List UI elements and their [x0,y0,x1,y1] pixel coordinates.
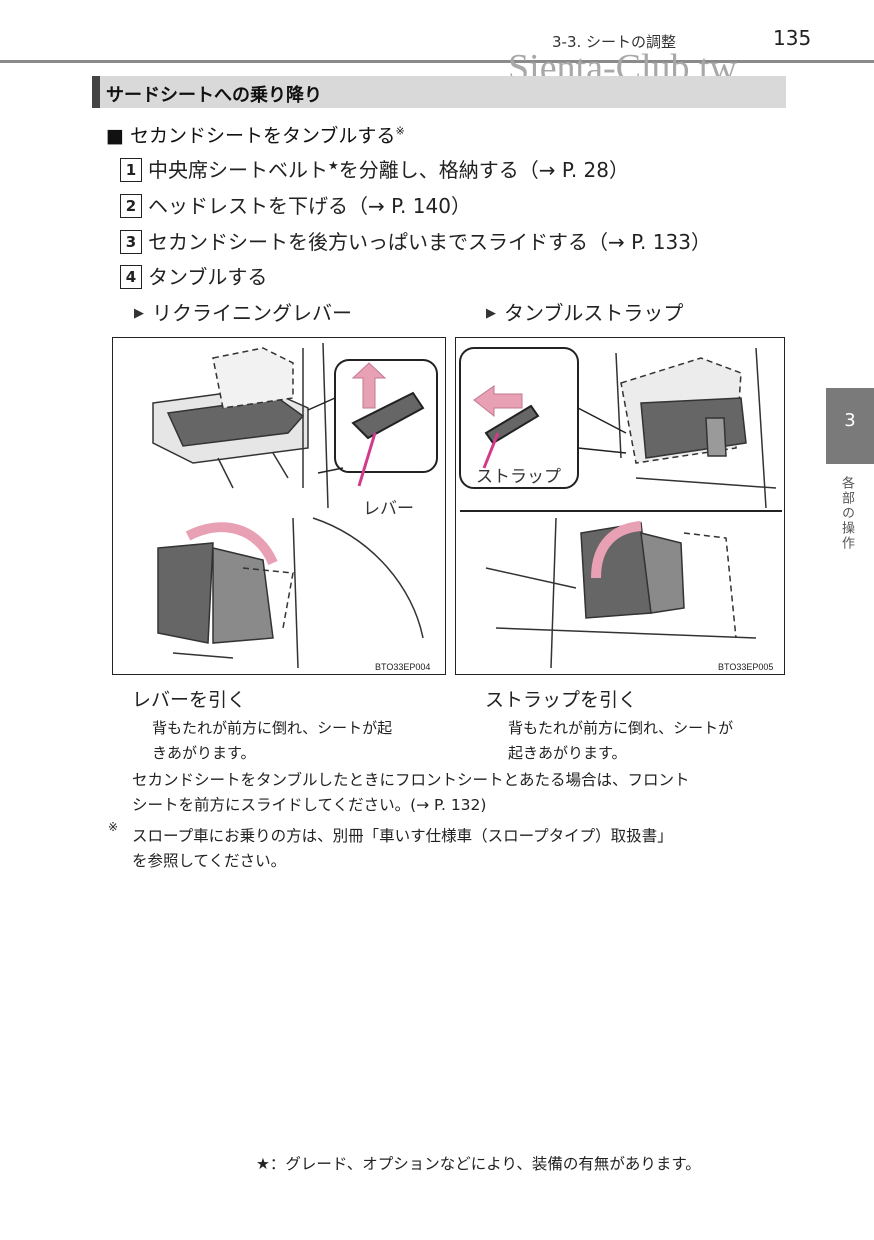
chapter-heading: 3-3. シートの調整 [552,33,677,51]
option-label: リクライニングレバー [152,301,352,325]
option-lever: ▶ リクライニングレバー [134,297,352,326]
subsection-heading-text: ■ セカンドシートをタンブルする [106,125,396,147]
seat-drawing-upper [152,342,329,509]
step-number: 4 [120,265,142,289]
step-text: 中央席シートベルト [148,158,328,182]
section-title: サードシートへの乗り降り [106,85,322,106]
triangle-icon: ▶ [134,306,144,321]
legend-text: ：グレード、オプションなどにより、装備の有無があります。 [269,1155,701,1173]
note-line: シートを前方にスライドしてください。(→ P. 132) [132,796,487,814]
option-label: タンブルストラップ [504,301,684,325]
strap-pointer [482,432,500,469]
step-text: ヘッドレストを下げる（→ P. 140） [148,194,471,218]
lever-illustration [152,342,438,669]
reference-mark: ※ [395,124,405,138]
section-bar-marker [92,76,100,108]
chapter-tab[interactable] [826,388,874,464]
option-strap: ▶ タンブルストラップ [486,297,683,326]
lever-pointer [357,432,377,487]
star-mark: ★ [328,158,339,173]
step-number: 1 [120,158,142,182]
step-number: 3 [120,230,142,254]
equipment-legend: ★：グレード、オプションなどにより、装備の有無があります。 [256,1152,701,1177]
step-text: セカンドシートを後方いっぱいまでスライドする（→ P. 133） [148,230,711,254]
caption-body-strap: 背もたれが前方に倒れ、シートが 起きあがります。 [508,716,733,766]
seat-drawing-lower [157,517,424,669]
seat-drawing-upper [615,347,777,509]
section-bar [92,76,786,108]
seat-drawing-lower [485,517,757,669]
page-number: 135 [773,26,812,50]
step-number: 2 [120,194,142,218]
header-rule [0,60,874,63]
footnote-line: スロープ車にお乗りの方は、別冊「車いす仕様車（スロープタイプ）取扱書」 [132,827,673,845]
footnote: スロープ車にお乗りの方は、別冊「車いす仕様車（スロープタイプ）取扱書」 を参照し… [132,824,673,874]
footnote-line: を参照してください。 [132,852,287,870]
star-icon: ★ [256,1155,270,1173]
note-paragraph: セカンドシートをタンブルしたときにフロントシートとあたる場合は、フロント シート… [132,768,690,818]
figure-lever: レバー BTO33EP004 [112,337,446,675]
figure-code: BTO33EP005 [718,662,774,672]
chapter-tab-number: 3 [844,410,856,431]
step-text: タンブルする [148,265,268,289]
strap-illustration [459,347,782,669]
figure-strap: ストラップ BTO33EP005 [455,337,785,675]
caption-title-strap: ストラップを引く [485,689,638,711]
lever-inset [307,359,438,474]
caption-line: 背もたれが前方に倒れ、シートが [508,719,734,737]
footnote-mark: ※ [108,820,119,834]
subsection-heading: ■ セカンドシートをタンブルする※ [106,121,405,148]
caption-line: 背もたれが前方に倒れ、シートが起 [152,719,393,737]
figure-label-strap: ストラップ [476,467,561,487]
triangle-icon: ▶ [486,306,496,321]
caption-title-lever: レバーを引く [132,689,247,711]
chapter-tab-label: 各部の操作 [839,476,854,551]
caption-body-lever: 背もたれが前方に倒れ、シートが起 きあがります。 [152,716,392,766]
note-line: セカンドシートをタンブルしたときにフロントシートとあたる場合は、フロント [132,771,690,789]
step-text-continued: を分離し、格納する（→ P. 28） [338,158,629,182]
caption-line: きあがります。 [152,744,256,762]
figure-code: BTO33EP004 [375,662,431,672]
figure-label-lever: レバー [363,499,414,519]
caption-line: 起きあがります。 [508,744,627,762]
